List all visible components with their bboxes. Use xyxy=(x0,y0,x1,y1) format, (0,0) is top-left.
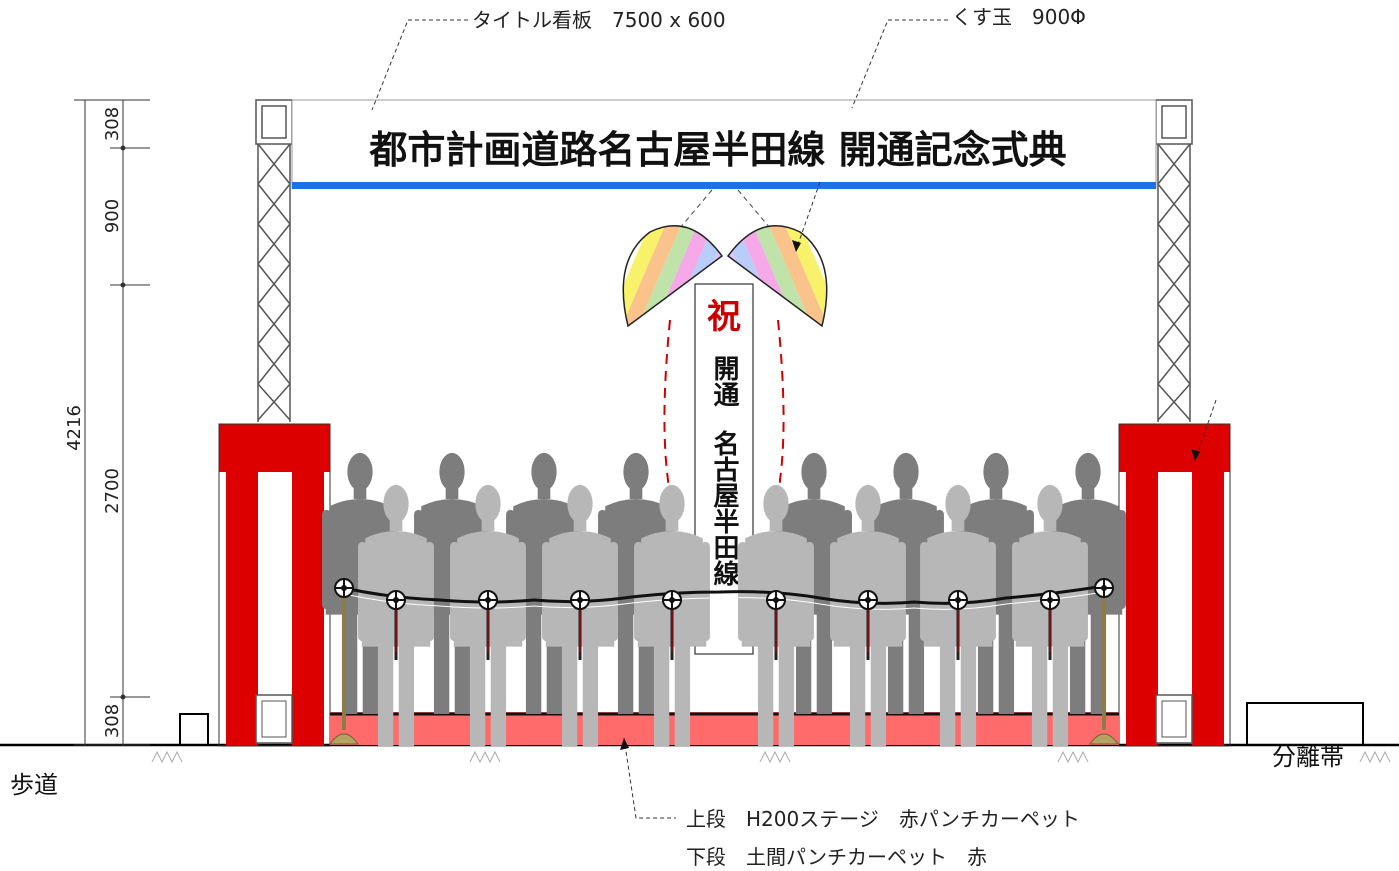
rosette-knot xyxy=(948,590,968,610)
pillar-left xyxy=(218,423,331,747)
kusudama-stripe xyxy=(623,225,676,326)
kusudama-stripe xyxy=(742,225,818,326)
person-silhouette xyxy=(358,484,434,746)
kusudama-annotation: くす玉 900Φ xyxy=(952,5,1086,29)
people-front-row xyxy=(358,484,1088,746)
stanchion-base xyxy=(329,733,359,745)
rosette-knot xyxy=(858,590,878,610)
title-signboard: 都市計画道路名古屋半田線 開通記念式典 xyxy=(291,99,1157,189)
sidewalk-label: 歩道 xyxy=(10,771,58,799)
kusudama-stripe xyxy=(758,225,827,326)
signboard-title: 都市計画道路名古屋半田線 開通記念式典 xyxy=(368,128,1066,172)
dim-top-308: 308 xyxy=(102,107,123,141)
dim-bottom-308: 308 xyxy=(102,704,123,738)
kusudama-strings xyxy=(679,189,771,229)
banner-line2: 名古屋半田線 xyxy=(709,429,739,587)
stage-annotation-upper: 上段 H200ステージ 赤パンチカーペット xyxy=(686,807,1080,831)
person-silhouette xyxy=(830,484,906,746)
stanchion-base xyxy=(1089,733,1119,745)
rosette-knot xyxy=(766,590,786,610)
banner-mark: 祝 xyxy=(707,297,741,337)
rosette-knot xyxy=(570,590,590,610)
signboard-annotation: タイトル看板 7500 x 600 xyxy=(472,8,726,32)
stage-annotation-lower: 下段 土間パンチカーペット 赤 xyxy=(686,845,987,869)
kusudama-stripe xyxy=(774,225,827,326)
rosette-knot xyxy=(386,590,406,610)
person-silhouette xyxy=(450,484,526,746)
dim-middle-2700: 2700 xyxy=(102,468,123,514)
kusudama-stripe xyxy=(632,225,708,326)
stanchion-rope xyxy=(329,578,1119,745)
rosette-knot xyxy=(1094,578,1114,598)
person-silhouette xyxy=(1012,484,1088,746)
kusudama-stripe xyxy=(623,225,692,326)
dim-total-4216: 4216 xyxy=(64,405,85,451)
person-silhouette xyxy=(542,484,618,746)
pillar-right xyxy=(1118,423,1231,747)
truss-right xyxy=(1155,99,1193,422)
rosette-knot xyxy=(478,590,498,610)
rosette-knot xyxy=(334,578,354,598)
rosette-knot xyxy=(662,590,682,610)
truss-left xyxy=(255,99,293,422)
dim-kusudama-900: 900 xyxy=(102,199,123,233)
signboard-stripe xyxy=(292,182,1156,189)
leader-lines xyxy=(371,19,1217,819)
banner-line1: 開通 xyxy=(709,355,739,407)
person-silhouette xyxy=(920,484,996,746)
stage-carpet xyxy=(330,712,1119,745)
leader-arrowheads xyxy=(620,240,1200,750)
dimension-lines xyxy=(74,99,150,746)
rosette-knot xyxy=(1040,590,1060,610)
median-label: 分離帯 xyxy=(1272,743,1344,771)
